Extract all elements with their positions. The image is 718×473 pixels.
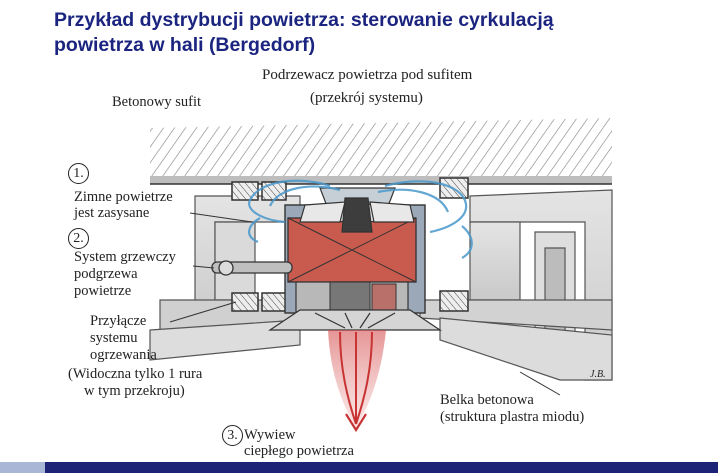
step-1-label-line-2: jest zasysane — [74, 205, 150, 221]
step-2-label-line-2: podgrzewa — [74, 266, 138, 282]
diagram-heading-line-2: (przekrój systemu) — [310, 90, 423, 106]
connection-label-line-1: Przyłącze — [90, 313, 147, 329]
connection-label-line-2: systemu — [90, 330, 138, 346]
connection-label-line-4: (Widoczna tylko 1 rura — [68, 366, 203, 382]
outlet-louvres — [268, 309, 442, 331]
artist-signature: J.B. — [590, 369, 606, 380]
step-2-label-line-3: powietrze — [74, 283, 132, 299]
slide-title-line-1: Przykład dystrybucji powietrza: sterowan… — [54, 9, 554, 31]
step-2-number: 2. — [68, 228, 89, 249]
footer-bar-light-segment — [0, 462, 45, 473]
leader-lines — [169, 212, 561, 396]
step-3-number: 3. — [222, 425, 243, 446]
slide-title-line-2: powietrza w hali (Bergedorf) — [54, 34, 316, 56]
step-3-label-line-2: ciepłego powietrza — [244, 443, 354, 459]
connection-label-line-3: ogrzewania — [90, 347, 157, 363]
footer-bar-dark-segment — [45, 462, 718, 473]
beam-label-line-2: (struktura plastra miodu) — [440, 409, 585, 425]
warm-air-outflow-arrows — [328, 330, 386, 433]
step-3-label-line-1: Wywiew — [244, 427, 296, 443]
slide-title: Przykład dystrybucji powietrza: sterowan… — [54, 8, 674, 58]
diagram-heading-line-1: Podrzewacz powietrza pod sufitem — [262, 67, 473, 83]
connection-label-line-5: w tym przekroju) — [84, 383, 185, 399]
fan — [299, 187, 415, 233]
honeycomb-beam-right — [419, 189, 613, 381]
step-2-badge: 2. — [68, 228, 90, 249]
ceiling-label: Betonowy sufit — [112, 94, 202, 110]
step-1-label-line-1: Zimne powietrze — [74, 189, 173, 205]
beam-label-line-1: Belka betonowa — [440, 392, 534, 408]
step-3-badge: 3.Wywiew — [222, 425, 295, 446]
step-1-number: 1. — [68, 163, 89, 184]
concrete-ceiling — [150, 118, 612, 185]
heating-pipe — [211, 260, 293, 276]
slide-footer-bar — [0, 462, 718, 473]
step-2-label-line-1: System grzewczy — [74, 249, 176, 265]
step-1-badge: 1. — [68, 163, 90, 184]
cold-air-intake-arrows — [248, 179, 473, 259]
